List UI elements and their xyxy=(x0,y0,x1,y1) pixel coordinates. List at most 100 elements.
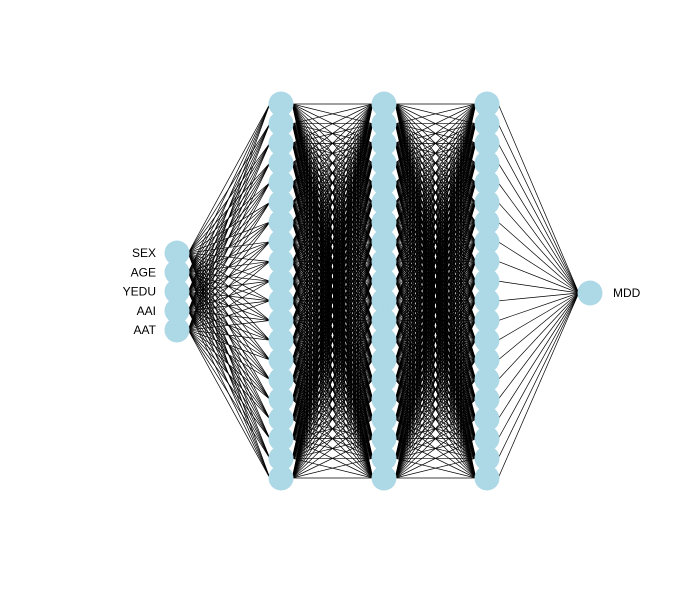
edge-l2-n9-to-n0 xyxy=(394,103,477,282)
edge-l0-n4-to-n13 xyxy=(188,329,270,361)
edge-l0-n4-to-n4 xyxy=(187,182,271,331)
edge-l1-n9-to-n0 xyxy=(291,103,374,282)
edge-l1-n19-to-n3 xyxy=(291,162,374,479)
hidden-node-l2-0 xyxy=(371,91,397,117)
hidden-node-l1-13 xyxy=(268,347,294,373)
edge-l2-n13-to-n0 xyxy=(394,103,477,360)
edge-l3-n6-to-n0 xyxy=(498,221,579,294)
edge-l2-n12-to-n0 xyxy=(394,103,477,341)
hidden-node-l2-5 xyxy=(371,189,397,215)
input-node-l0-0 xyxy=(164,240,190,266)
edge-l3-n4-to-n0 xyxy=(497,182,580,294)
edge-l2-n19-to-n13 xyxy=(394,359,477,479)
hidden-node-l1-11 xyxy=(268,308,294,334)
edge-l2-n19-to-n11 xyxy=(394,320,477,479)
edge-l2-n19-to-n6 xyxy=(394,222,477,479)
edge-l1-n19-to-n1 xyxy=(291,123,374,479)
edge-l1-n19-to-n16 xyxy=(292,418,373,479)
edge-l0-n2-to-n0 xyxy=(187,103,271,292)
edge-l2-n19-to-n4 xyxy=(394,182,477,479)
edge-l1-n10-to-n0 xyxy=(291,103,374,301)
edge-l2-n19-to-n12 xyxy=(394,340,477,479)
edge-l1-n19-to-n13 xyxy=(291,359,374,479)
edge-l1-n13-to-n0 xyxy=(291,103,374,360)
edge-l0-n4-to-n18 xyxy=(187,329,271,459)
hidden-node-l3-12 xyxy=(474,327,500,353)
edge-l2-n19-to-n15 xyxy=(395,399,476,479)
edge-l3-n9-to-n0 xyxy=(498,280,579,294)
hidden-node-l2-8 xyxy=(371,248,397,274)
hidden-node-l1-19 xyxy=(268,465,294,491)
edge-l1-n3-to-n0 xyxy=(292,103,373,164)
edge-l2-n1-to-n0 xyxy=(395,103,476,125)
edge-l0-n4-to-n0 xyxy=(187,103,271,331)
hidden-node-l2-3 xyxy=(371,150,397,176)
hidden-node-l3-13 xyxy=(474,347,500,373)
edge-l3-n5-to-n0 xyxy=(497,202,580,294)
edge-l3-n19-to-n0 xyxy=(497,292,580,479)
edge-l3-n0-to-n0 xyxy=(497,103,580,294)
edge-l1-n19-to-n11 xyxy=(291,320,374,479)
hidden-node-l1-18 xyxy=(268,445,294,471)
hidden-node-l1-2 xyxy=(268,130,294,156)
edge-l2-n19-to-n9 xyxy=(394,281,477,479)
hidden-node-l2-10 xyxy=(371,288,397,314)
hidden-node-l2-2 xyxy=(371,130,397,156)
hidden-node-l3-17 xyxy=(474,426,500,452)
edge-l1-n17-to-n0 xyxy=(291,103,374,439)
edge-l0-n4-to-n5 xyxy=(187,202,271,331)
input-label: AAI xyxy=(137,304,156,318)
hidden-node-l3-15 xyxy=(474,386,500,412)
hidden-node-l1-5 xyxy=(268,189,294,215)
hidden-node-l3-9 xyxy=(474,268,500,294)
edge-l0-n4-to-n3 xyxy=(187,162,271,331)
edge-l1-n19-to-n2 xyxy=(291,143,374,479)
hidden-node-l2-11 xyxy=(371,308,397,334)
hidden-node-l3-2 xyxy=(474,130,500,156)
edge-l2-n4-to-n0 xyxy=(395,103,476,183)
hidden-node-l3-3 xyxy=(474,150,500,176)
hidden-node-l1-7 xyxy=(268,229,294,255)
hidden-node-l1-8 xyxy=(268,248,294,274)
hidden-node-l2-13 xyxy=(371,347,397,373)
hidden-node-l3-6 xyxy=(474,209,500,235)
edge-l3-n18-to-n0 xyxy=(497,292,580,459)
edge-l2-n17-to-n0 xyxy=(394,103,477,439)
edge-l2-n8-to-n0 xyxy=(394,103,477,262)
edge-l0-n4-to-n7 xyxy=(187,241,271,331)
hidden-node-l2-6 xyxy=(371,209,397,235)
edge-l1-n19-to-n4 xyxy=(291,182,374,479)
edge-l0-n4-to-n14 xyxy=(188,329,270,380)
hidden-node-l2-15 xyxy=(371,386,397,412)
input-label: AGE xyxy=(131,265,156,279)
edge-l1-n19-to-n14 xyxy=(291,379,374,479)
edge-l2-n6-to-n0 xyxy=(394,103,477,223)
edge-l2-n19-to-n18 xyxy=(395,457,476,479)
hidden-node-l3-11 xyxy=(474,308,500,334)
input-node-l0-3 xyxy=(164,298,190,324)
edge-l3-n2-to-n0 xyxy=(497,143,580,294)
edge-l1-n19-to-n18 xyxy=(292,457,373,479)
hidden-node-l2-1 xyxy=(371,111,397,137)
hidden-node-l3-7 xyxy=(474,229,500,255)
edge-l1-n19-to-n6 xyxy=(291,222,374,479)
hidden-node-l1-12 xyxy=(268,327,294,353)
edge-l1-n5-to-n0 xyxy=(291,103,374,203)
hidden-node-l3-10 xyxy=(474,288,500,314)
input-node-l0-4 xyxy=(164,317,190,343)
edge-l1-n19-to-n5 xyxy=(291,202,374,479)
hidden-node-l3-16 xyxy=(474,406,500,432)
neuron-nodes xyxy=(164,91,603,491)
edge-l2-n19-to-n7 xyxy=(394,241,477,479)
hidden-node-l1-4 xyxy=(268,170,294,196)
hidden-node-l3-18 xyxy=(474,445,500,471)
edge-l2-n19-to-n10 xyxy=(394,300,477,479)
edge-l3-n11-to-n0 xyxy=(498,292,579,321)
edge-l1-n8-to-n0 xyxy=(291,103,374,262)
edge-l2-n5-to-n0 xyxy=(394,103,477,203)
edge-l0-n4-to-n11 xyxy=(188,320,270,331)
edge-l1-n16-to-n0 xyxy=(291,103,374,420)
hidden-node-l1-15 xyxy=(268,386,294,412)
